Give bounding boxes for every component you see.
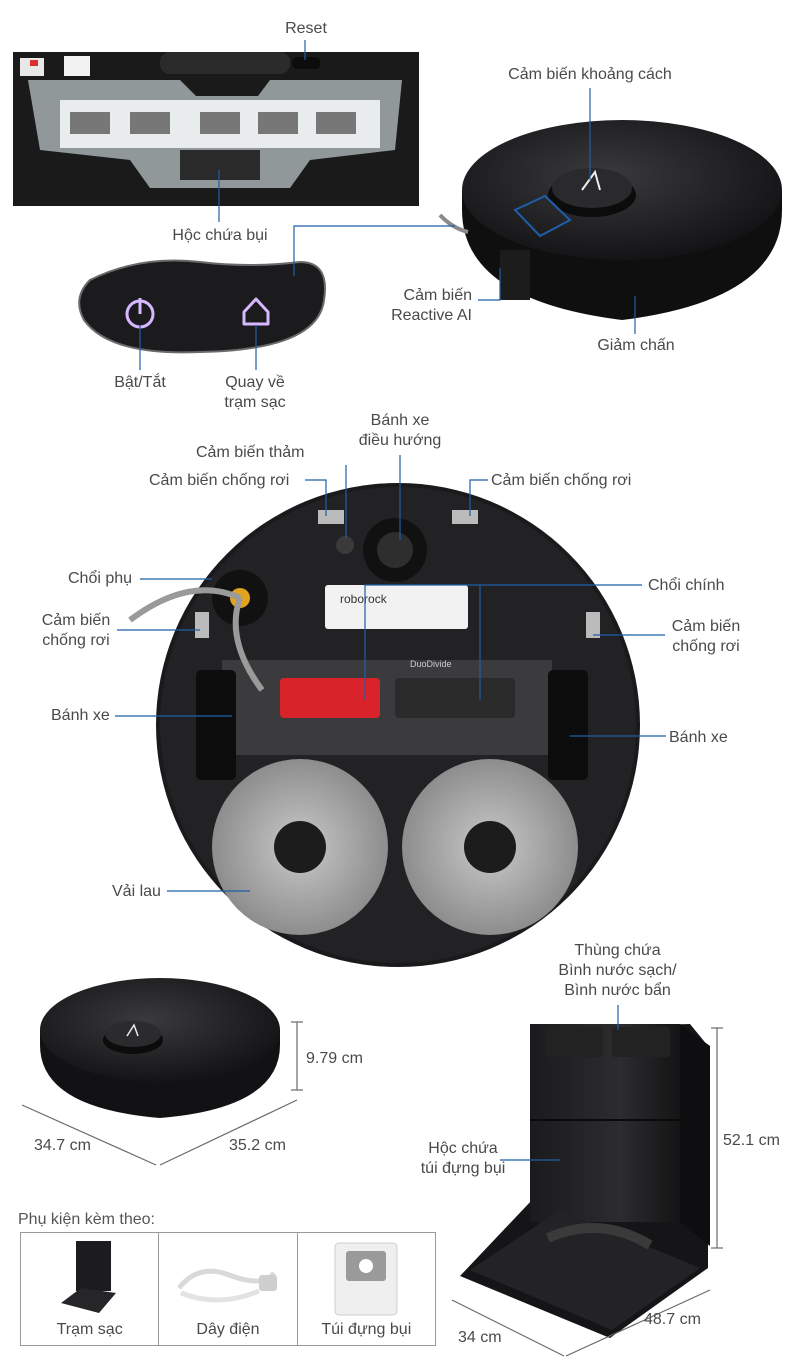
robot-depth-label: 34.7 cm bbox=[34, 1137, 91, 1154]
robot-height-label: 9.79 cm bbox=[306, 1050, 363, 1067]
dust-bag-icon bbox=[334, 1242, 398, 1316]
nav-wheel-label: Bánh xe điều hướng bbox=[358, 412, 442, 449]
brand-text: roborock bbox=[340, 592, 388, 606]
accessory-cable-label: Dây điện bbox=[196, 1321, 260, 1338]
station-dimension-lines bbox=[451, 1027, 723, 1357]
accessory-dust-bag: Túi đựng bụi bbox=[298, 1233, 435, 1345]
bottom-callouts bbox=[115, 455, 666, 892]
dust-bag-box-label: Hộc chứa túi đựng bụi bbox=[420, 1140, 506, 1177]
carpet-sensor-label: Cảm biến thảm bbox=[196, 444, 305, 461]
dust-box-photo bbox=[13, 52, 419, 206]
station-callouts bbox=[500, 1005, 619, 1161]
station-depth-label: 34 cm bbox=[458, 1329, 502, 1346]
cliff-sensor-left-label: Cảm biến chống rơi bbox=[149, 472, 290, 489]
mop-label: Vải lau bbox=[112, 883, 161, 900]
robot-dimension-photo bbox=[40, 978, 280, 1118]
accessory-dust-bag-label: Túi đựng bụi bbox=[321, 1321, 412, 1338]
robot-width-label: 35.2 cm bbox=[229, 1137, 286, 1154]
wheel-left-label: Bánh xe bbox=[51, 707, 110, 724]
power-button-label: Bật/Tắt bbox=[114, 374, 166, 391]
top-callouts bbox=[139, 40, 636, 370]
duodivide-text: DuoDivide bbox=[410, 659, 452, 669]
station-height-label: 52.1 cm bbox=[723, 1132, 780, 1149]
accessories-title: Phụ kiện kèm theo: bbox=[18, 1211, 155, 1228]
station-width-label: 48.7 cm bbox=[644, 1311, 701, 1328]
main-brush-label: Chổi chính bbox=[648, 577, 725, 594]
dock-return-label: Quay về trạm sạc bbox=[224, 374, 286, 411]
water-tank-label: Thùng chứa Bình nước sạch/ Bình nước bẩn bbox=[558, 942, 677, 999]
robot-dimension-lines bbox=[21, 1021, 303, 1166]
accessory-cable: Dây điện bbox=[159, 1233, 298, 1345]
accessories-table: Trạm sạc Dây điện Túi đựng bụi bbox=[20, 1232, 436, 1346]
cliff-sensor-right-label: Cảm biến chống rơi bbox=[491, 472, 632, 489]
reset-label: Reset bbox=[285, 20, 327, 37]
dock-icon bbox=[61, 1241, 116, 1313]
bumper-label: Giảm chấn bbox=[597, 337, 675, 354]
accessory-dock-label: Trạm sạc bbox=[56, 1321, 123, 1338]
power-cable-icon bbox=[177, 1268, 278, 1303]
robot-top-photo bbox=[438, 120, 782, 320]
control-panel bbox=[78, 259, 326, 354]
cliff-sensor-mid-right-label: Cảm biến chống rơi bbox=[671, 618, 741, 655]
reactive-ai-label: Cảm biến Reactive AI bbox=[391, 287, 472, 324]
robot-bottom-photo bbox=[128, 483, 640, 967]
wheel-right-label: Bánh xe bbox=[669, 729, 728, 746]
distance-sensor-label: Cảm biến khoảng cách bbox=[508, 66, 672, 83]
side-brush-label: Chổi phụ bbox=[68, 570, 133, 587]
dust-box-label: Hộc chứa bụi bbox=[172, 227, 268, 244]
accessory-dock: Trạm sạc bbox=[21, 1233, 160, 1345]
cliff-sensor-mid-left-label: Cảm biến chống rơi bbox=[41, 612, 111, 649]
dock-station-photo bbox=[460, 1024, 710, 1338]
